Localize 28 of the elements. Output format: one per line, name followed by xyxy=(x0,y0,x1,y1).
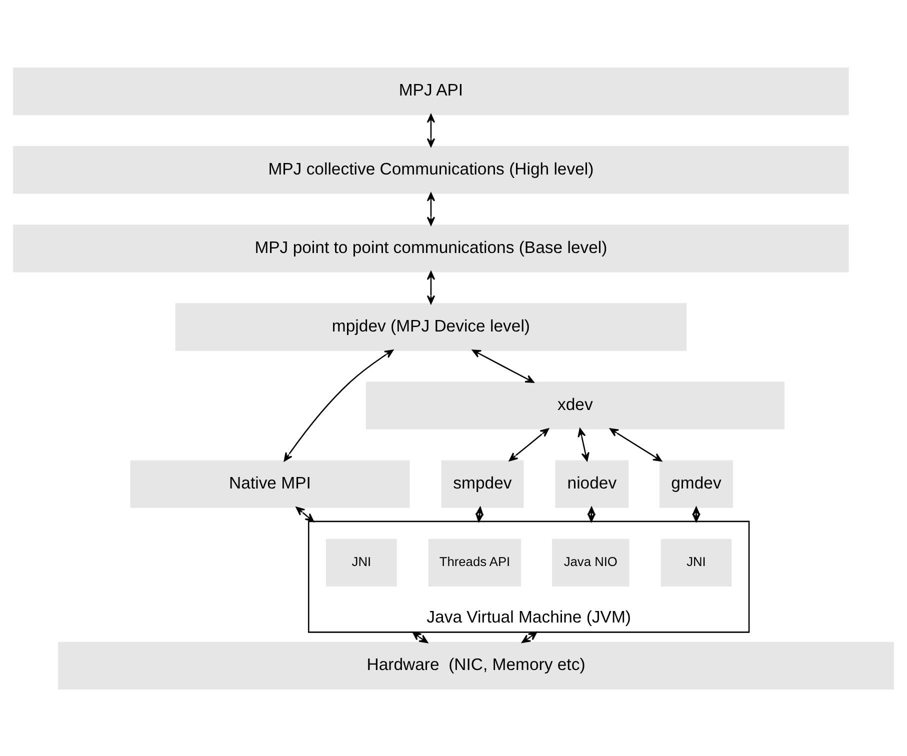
arrow xyxy=(426,192,436,226)
arrow xyxy=(610,428,662,462)
arrow xyxy=(472,349,534,382)
node-box: MPJ collective Communications (High level) xyxy=(13,146,849,194)
arrow xyxy=(426,270,436,304)
arrow xyxy=(475,506,484,522)
node-box: mpjdev (MPJ Device level) xyxy=(175,302,687,350)
node-box: Hardware (NIC, Memory etc) xyxy=(58,641,894,689)
node-box: MPJ API xyxy=(13,67,849,115)
node-box: Native MPI xyxy=(130,460,410,508)
arrow xyxy=(522,631,538,643)
node-box: Threads API xyxy=(428,538,522,586)
node-box: xdev xyxy=(366,381,784,429)
arrow xyxy=(296,506,314,522)
arrow xyxy=(284,349,394,461)
node-box: Java NIO xyxy=(552,538,630,586)
node-box: gmdev xyxy=(660,460,733,508)
arrow xyxy=(692,506,700,522)
node-box: niodev xyxy=(555,460,629,508)
arrow xyxy=(587,506,596,522)
node-box: JNI xyxy=(326,538,397,586)
arrow xyxy=(508,428,550,461)
arrow xyxy=(426,113,436,147)
node-box: smpdev xyxy=(441,460,524,508)
node-box: JNI xyxy=(660,538,732,586)
arrow xyxy=(412,631,428,643)
node-box: MPJ point to point communications (Base level) xyxy=(13,224,849,272)
arrow xyxy=(578,428,590,461)
